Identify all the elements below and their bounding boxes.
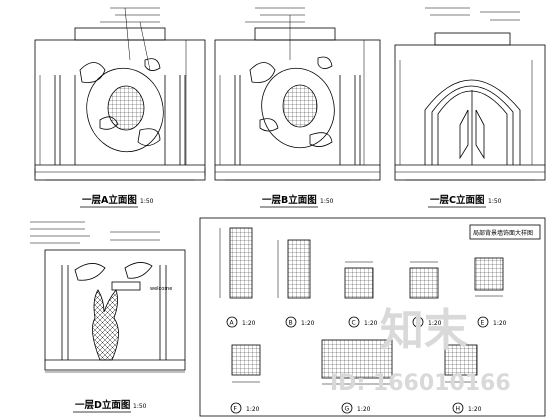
svg-text:E: E xyxy=(481,320,485,327)
elevation-d-title: 一层D立面图 xyxy=(75,399,130,411)
elevation-b-scale: 1:50 xyxy=(320,198,334,205)
detail-d-mark: D 1:20 xyxy=(412,316,442,328)
elevation-c-scale: 1:50 xyxy=(488,198,502,205)
detail-g-mark: G 1:20 xyxy=(341,402,371,414)
elevation-b-annotations xyxy=(245,7,305,60)
detail-a-mark: A 1:20 xyxy=(226,316,256,328)
elevation-c-annotations xyxy=(425,7,520,21)
rabbit-mosaic xyxy=(92,289,119,361)
detail-f-panel xyxy=(231,344,261,376)
detail-f-mark: F 1:20 xyxy=(230,402,260,414)
detail-d-panel xyxy=(409,267,439,299)
svg-text:1:20: 1:20 xyxy=(468,406,482,413)
detail-b-mark: B 1:20 xyxy=(285,316,315,328)
detail-e-panel xyxy=(474,257,504,291)
svg-text:1:20: 1:20 xyxy=(246,406,260,413)
svg-text:1:20: 1:20 xyxy=(428,320,442,327)
elevation-a: 一层A立面图 1:50 xyxy=(34,7,206,208)
detail-g-panel xyxy=(321,339,393,379)
elevation-b: 一层B立面图 1:50 xyxy=(214,7,381,208)
elevation-c: 一层C立面图 1:50 xyxy=(394,7,546,208)
svg-text:G: G xyxy=(345,406,350,413)
svg-text:1:20: 1:20 xyxy=(301,320,315,327)
detail-c-mark: C 1:20 xyxy=(348,316,378,328)
svg-text:H: H xyxy=(456,406,461,413)
detail-sheet: 局部背景墙饰面大样图 A 1:20 B 1:20 C 1:20 D xyxy=(199,217,546,417)
watermark-id: ID: 166010166 xyxy=(330,371,511,396)
detail-sheet-title: 局部背景墙饰面大样图 xyxy=(473,229,533,237)
detail-a-panel xyxy=(229,227,253,299)
elevation-a-title: 一层A立面图 xyxy=(82,194,137,206)
svg-text:1:20: 1:20 xyxy=(357,406,371,413)
mosaic-panel xyxy=(107,85,145,131)
svg-text:C: C xyxy=(352,320,356,327)
svg-text:1:20: 1:20 xyxy=(493,320,507,327)
svg-text:F: F xyxy=(234,406,238,413)
detail-c-panel xyxy=(344,267,374,299)
watermark-logo: 知末 xyxy=(380,305,468,356)
elevation-d-annotations xyxy=(30,221,160,244)
mosaic-panel xyxy=(282,84,318,128)
elevation-d: welcome 一层D立面图 1:50 xyxy=(30,221,186,413)
elevation-c-title: 一层C立面图 xyxy=(430,194,484,206)
detail-b-panel xyxy=(287,239,311,299)
svg-text:1:20: 1:20 xyxy=(242,320,256,327)
elevation-d-scale: 1:50 xyxy=(133,403,147,410)
elevation-b-title: 一层B立面图 xyxy=(262,194,317,206)
watermark: 知末 ID: 166010166 xyxy=(330,305,511,396)
svg-text:A: A xyxy=(230,320,235,327)
welcome-sign: welcome xyxy=(150,286,172,292)
elevation-a-annotations xyxy=(100,7,160,71)
detail-e-mark: E 1:20 xyxy=(477,316,507,328)
svg-text:B: B xyxy=(289,320,293,327)
svg-text:D: D xyxy=(416,320,421,327)
svg-text:1:20: 1:20 xyxy=(364,320,378,327)
detail-h-panel xyxy=(444,344,478,376)
detail-h-mark: H 1:20 xyxy=(452,402,482,414)
elevation-a-scale: 1:50 xyxy=(140,198,154,205)
